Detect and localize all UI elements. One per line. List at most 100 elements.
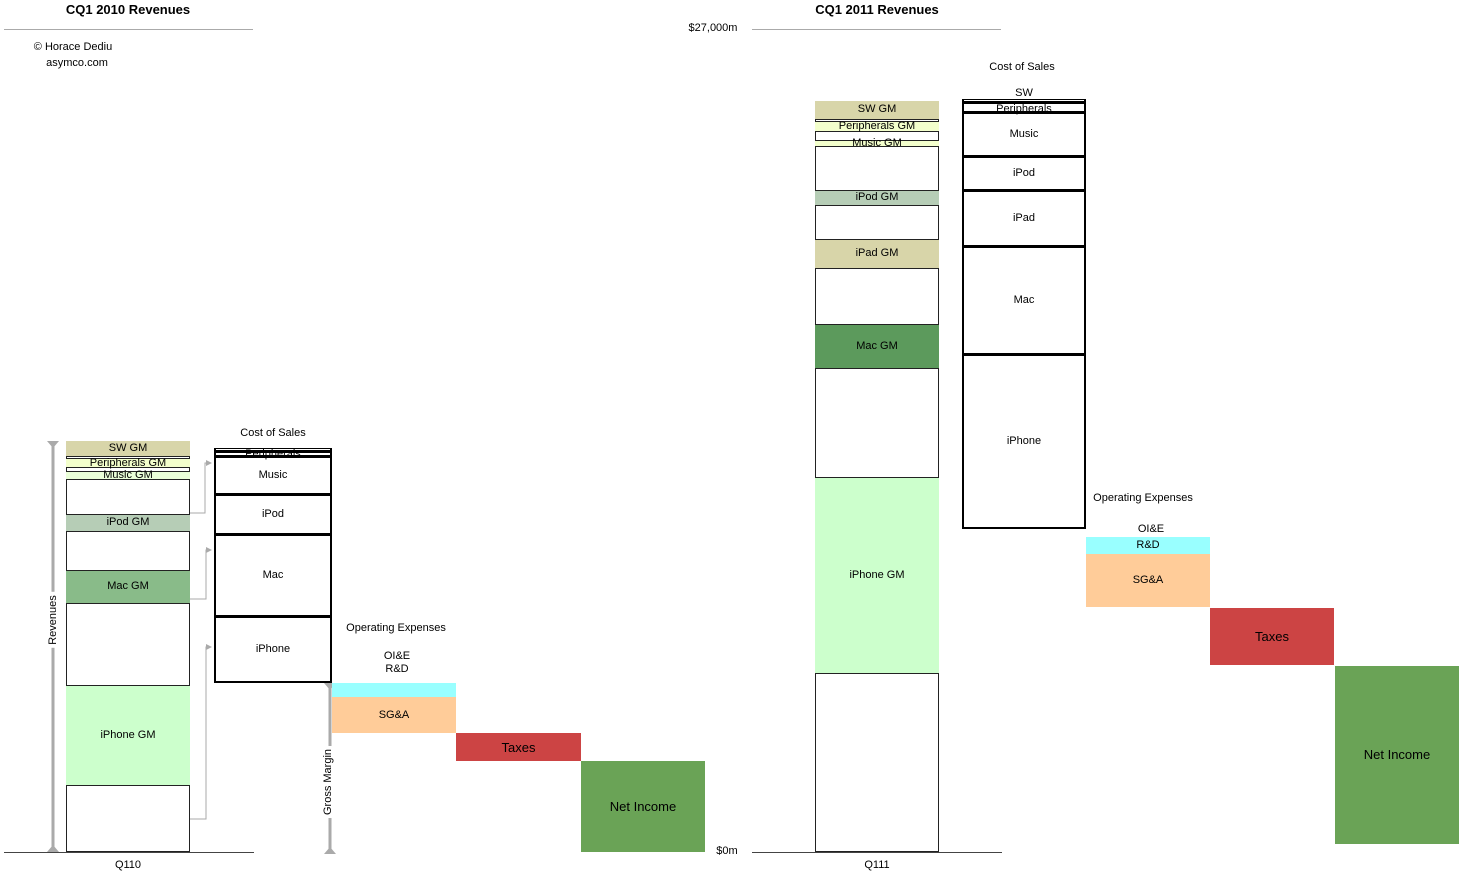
cost-of-sales-label-2011: Cost of Sales — [989, 61, 1055, 73]
q110-taxes-segment-taxes: Taxes — [456, 733, 581, 761]
segment-label: iPhone — [1006, 435, 1042, 447]
q111-cost-of-sales-segment-peripherals: Peripherals — [962, 102, 1086, 115]
opex-label-2011: Operating Expenses — [1093, 492, 1193, 504]
segment-label: Music GM — [852, 136, 902, 149]
oie-label-2011: OI&E — [1137, 523, 1165, 535]
q110-opex-segment — [332, 682, 456, 697]
q110-cost-of-sales-segment-mac: Mac — [214, 534, 332, 617]
segment-label: Mac — [262, 568, 284, 581]
segment-label: iPhone — [255, 642, 291, 655]
segment-label: Taxes — [501, 739, 536, 755]
segment-label: SW GM — [857, 103, 897, 116]
q110-revenues-segment-sw-gm: SW GM — [66, 440, 190, 457]
segment-label: Music — [1009, 127, 1039, 140]
q110-revenues-segment — [66, 478, 190, 515]
q110-revenues-segment-peripherals-gm: Peripherals GM — [66, 456, 190, 469]
segment-label: iPod — [1012, 166, 1036, 179]
q111-revenues-segment — [815, 130, 939, 141]
segment-label: SW — [1015, 86, 1033, 99]
opex-label-2010: Operating Expenses — [346, 622, 446, 634]
segment-label: R&D — [1136, 538, 1160, 551]
q110-revenues-segment — [66, 784, 190, 852]
segment-label: Music GM — [103, 468, 153, 481]
q110-revenues-segment-music-gm: Music GM — [66, 468, 190, 481]
q111-cost-of-sales-segment-music: Music — [962, 112, 1086, 157]
q111-revenues-segment-sw-gm: SW GM — [815, 100, 939, 119]
q111-opex-segment-r-d: R&D — [1086, 536, 1210, 554]
q111-revenues-segment — [815, 146, 939, 191]
q111-revenues-segment-peripherals-gm: Peripherals GM — [815, 119, 939, 132]
q111-revenues-segment-mac-gm: Mac GM — [815, 324, 939, 368]
revenues-axis-label: Revenues — [46, 592, 59, 648]
y-tick-bottom: $0m — [716, 845, 738, 857]
q111-net-income-segment-net-income: Net Income — [1335, 665, 1459, 844]
q110-revenues-segment — [66, 456, 190, 460]
chart-title-2010: CQ1 2010 Revenues — [65, 2, 191, 17]
segment-label: Peripherals GM — [838, 119, 916, 132]
segment-label: iPod GM — [855, 191, 899, 204]
q110-opex-segment-sg-a: SG&A — [332, 697, 456, 734]
q111-revenues-segment — [815, 673, 939, 852]
oie-label-2010: OI&E — [383, 650, 411, 662]
segment-label: iPad GM — [855, 247, 899, 260]
title-rule-2011 — [752, 29, 1001, 30]
credit-author: © Horace Dediu — [33, 41, 113, 53]
q110-revenues-segment-ipod-gm: iPod GM — [66, 514, 190, 531]
q111-revenues-segment-ipad-gm: iPad GM — [815, 239, 939, 268]
q110-net-income-segment-net-income: Net Income — [581, 760, 705, 852]
q111-cost-of-sales-segment-iphone: iPhone — [962, 355, 1086, 529]
q111-cost-of-sales-segment-ipad: iPad — [962, 190, 1086, 247]
segment-label: Net Income — [609, 798, 677, 814]
segment-label: iPod — [261, 508, 285, 520]
q111-revenues-segment-ipod-gm: iPod GM — [815, 190, 939, 205]
y-tick-top: $27,000m — [688, 22, 738, 34]
q110-cost-of-sales-segment-ipod: iPod — [214, 495, 332, 535]
q111-revenues-segment — [815, 367, 939, 478]
chart-title-2011: CQ1 2011 Revenues — [815, 2, 939, 17]
q110-cost-of-sales-segment-iphone: iPhone — [214, 616, 332, 683]
x-label-q111: Q111 — [864, 859, 890, 871]
q111-opex-segment-sg-a: SG&A — [1086, 553, 1210, 607]
q110-revenues-segment — [66, 602, 190, 686]
q111-cost-of-sales-segment-sw: SW — [962, 87, 1086, 103]
baseline-2011 — [752, 852, 1002, 853]
x-label-q110: Q110 — [114, 859, 142, 871]
q111-revenues-segment-music-gm: Music GM — [815, 136, 939, 149]
q111-cost-of-sales-segment-ipod: iPod — [962, 157, 1086, 191]
q110-cost-of-sales-segment-peripherals: Peripherals — [214, 447, 332, 460]
segment-label: iPhone GM — [100, 728, 156, 741]
q110-cost-of-sales-segment — [214, 447, 332, 453]
segment-label: Mac GM — [107, 580, 149, 593]
q111-cost-of-sales-segment-mac: Mac — [962, 246, 1086, 356]
segment-label: iPhone GM — [849, 569, 905, 582]
title-rule-2010 — [4, 29, 253, 30]
q111-revenues-segment — [815, 204, 939, 240]
segment-label: SG&A — [378, 708, 410, 721]
segment-label: iPod GM — [106, 516, 150, 529]
baseline-2010 — [4, 852, 254, 853]
segment-label: Taxes — [1255, 628, 1289, 644]
segment-label: iPad — [1012, 211, 1036, 224]
q110-revenues-segment-iphone-gm: iPhone GM — [66, 685, 190, 785]
segment-label: Mac — [1013, 294, 1035, 307]
segment-label: Net Income — [1363, 747, 1431, 763]
segment-label: Music — [258, 469, 288, 481]
segment-label: SW GM — [108, 441, 148, 454]
segment-label: Mac GM — [856, 339, 898, 352]
q110-revenues-segment-mac-gm: Mac GM — [66, 570, 190, 603]
q110-revenues-segment — [66, 531, 190, 571]
credit-site: asymco.com — [46, 57, 108, 69]
segment-label: Peripherals — [996, 102, 1052, 115]
q110-revenues-segment — [66, 467, 190, 472]
q111-taxes-segment-taxes: Taxes — [1210, 607, 1334, 665]
q111-revenues-segment-iphone-gm: iPhone GM — [815, 477, 939, 674]
cost-connectors — [190, 460, 212, 820]
segment-label: SG&A — [1132, 573, 1164, 586]
q111-revenues-segment — [815, 267, 939, 325]
segment-label: Peripherals — [245, 447, 301, 460]
q110-cost-of-sales-segment-music: Music — [214, 456, 332, 496]
gross-margin-axis-label: Gross Margin — [322, 745, 335, 819]
segment-label: Peripherals GM — [89, 456, 167, 469]
